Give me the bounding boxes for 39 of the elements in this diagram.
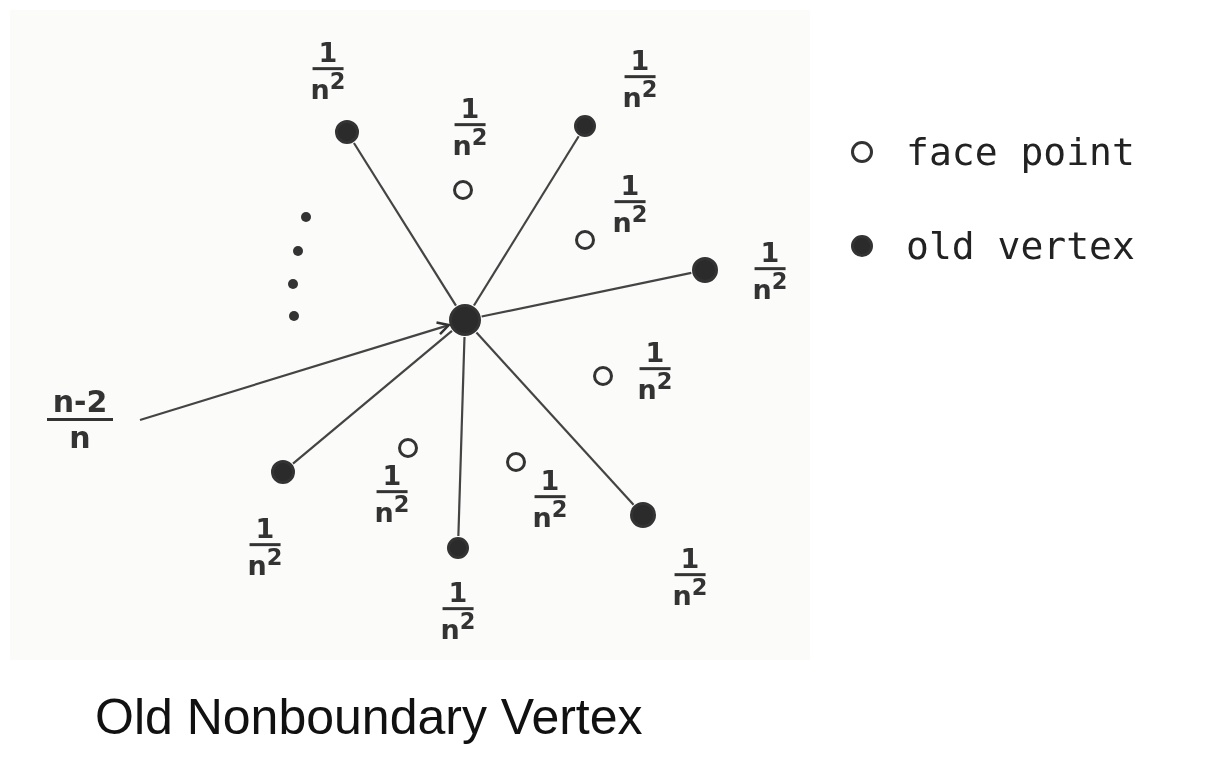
edge-line [481, 271, 692, 318]
fraction-denominator: n [68, 421, 92, 454]
fraction-numerator: 1 [454, 95, 486, 127]
legend-label: old vertex [906, 224, 1135, 268]
fraction-numerator: 1 [312, 39, 344, 71]
fraction-denominator: n$^{2}$ [671, 576, 709, 611]
fraction-numerator: 1 [534, 467, 566, 499]
fraction-denominator: n$^{2}$ [309, 70, 347, 105]
fraction-numerator: 1 [624, 47, 656, 79]
fraction-denominator: n$^{2}$ [611, 203, 649, 238]
fraction-numerator: 1 [639, 339, 671, 371]
fraction-denominator: n$^{2}$ [439, 610, 477, 645]
fraction-numerator: 1 [249, 515, 281, 547]
edge-line [473, 135, 580, 307]
fraction-denominator: n$^{2}$ [751, 270, 789, 305]
fraction-denominator: n$^{2}$ [621, 78, 659, 113]
caption: Old Nonboundary Vertex [95, 688, 643, 746]
face-point-circle [593, 366, 613, 386]
face-point-circle [453, 180, 473, 200]
edge-line [457, 336, 466, 537]
fraction-denominator: n$^{2}$ [246, 546, 284, 581]
face-point-circle [506, 452, 526, 472]
edge-line [475, 331, 635, 506]
fraction-denominator: n$^{2}$ [451, 126, 489, 161]
fraction-numerator: n-2 [46, 385, 114, 421]
fraction-numerator: 1 [614, 172, 646, 204]
face-point-circle [398, 438, 418, 458]
face-point-circle [575, 230, 595, 250]
edge-line [352, 142, 457, 307]
fraction-numerator: 1 [674, 545, 706, 577]
fraction-numerator: 1 [754, 239, 786, 271]
legend-label: face point [906, 130, 1135, 174]
fraction-denominator: n$^{2}$ [373, 493, 411, 528]
fraction-numerator: 1 [376, 462, 408, 494]
fraction-denominator: n$^{2}$ [636, 370, 674, 405]
edge-line [292, 330, 453, 465]
fraction-denominator: n$^{2}$ [531, 498, 569, 533]
arrow [139, 321, 451, 422]
fraction-numerator: 1 [442, 579, 474, 611]
